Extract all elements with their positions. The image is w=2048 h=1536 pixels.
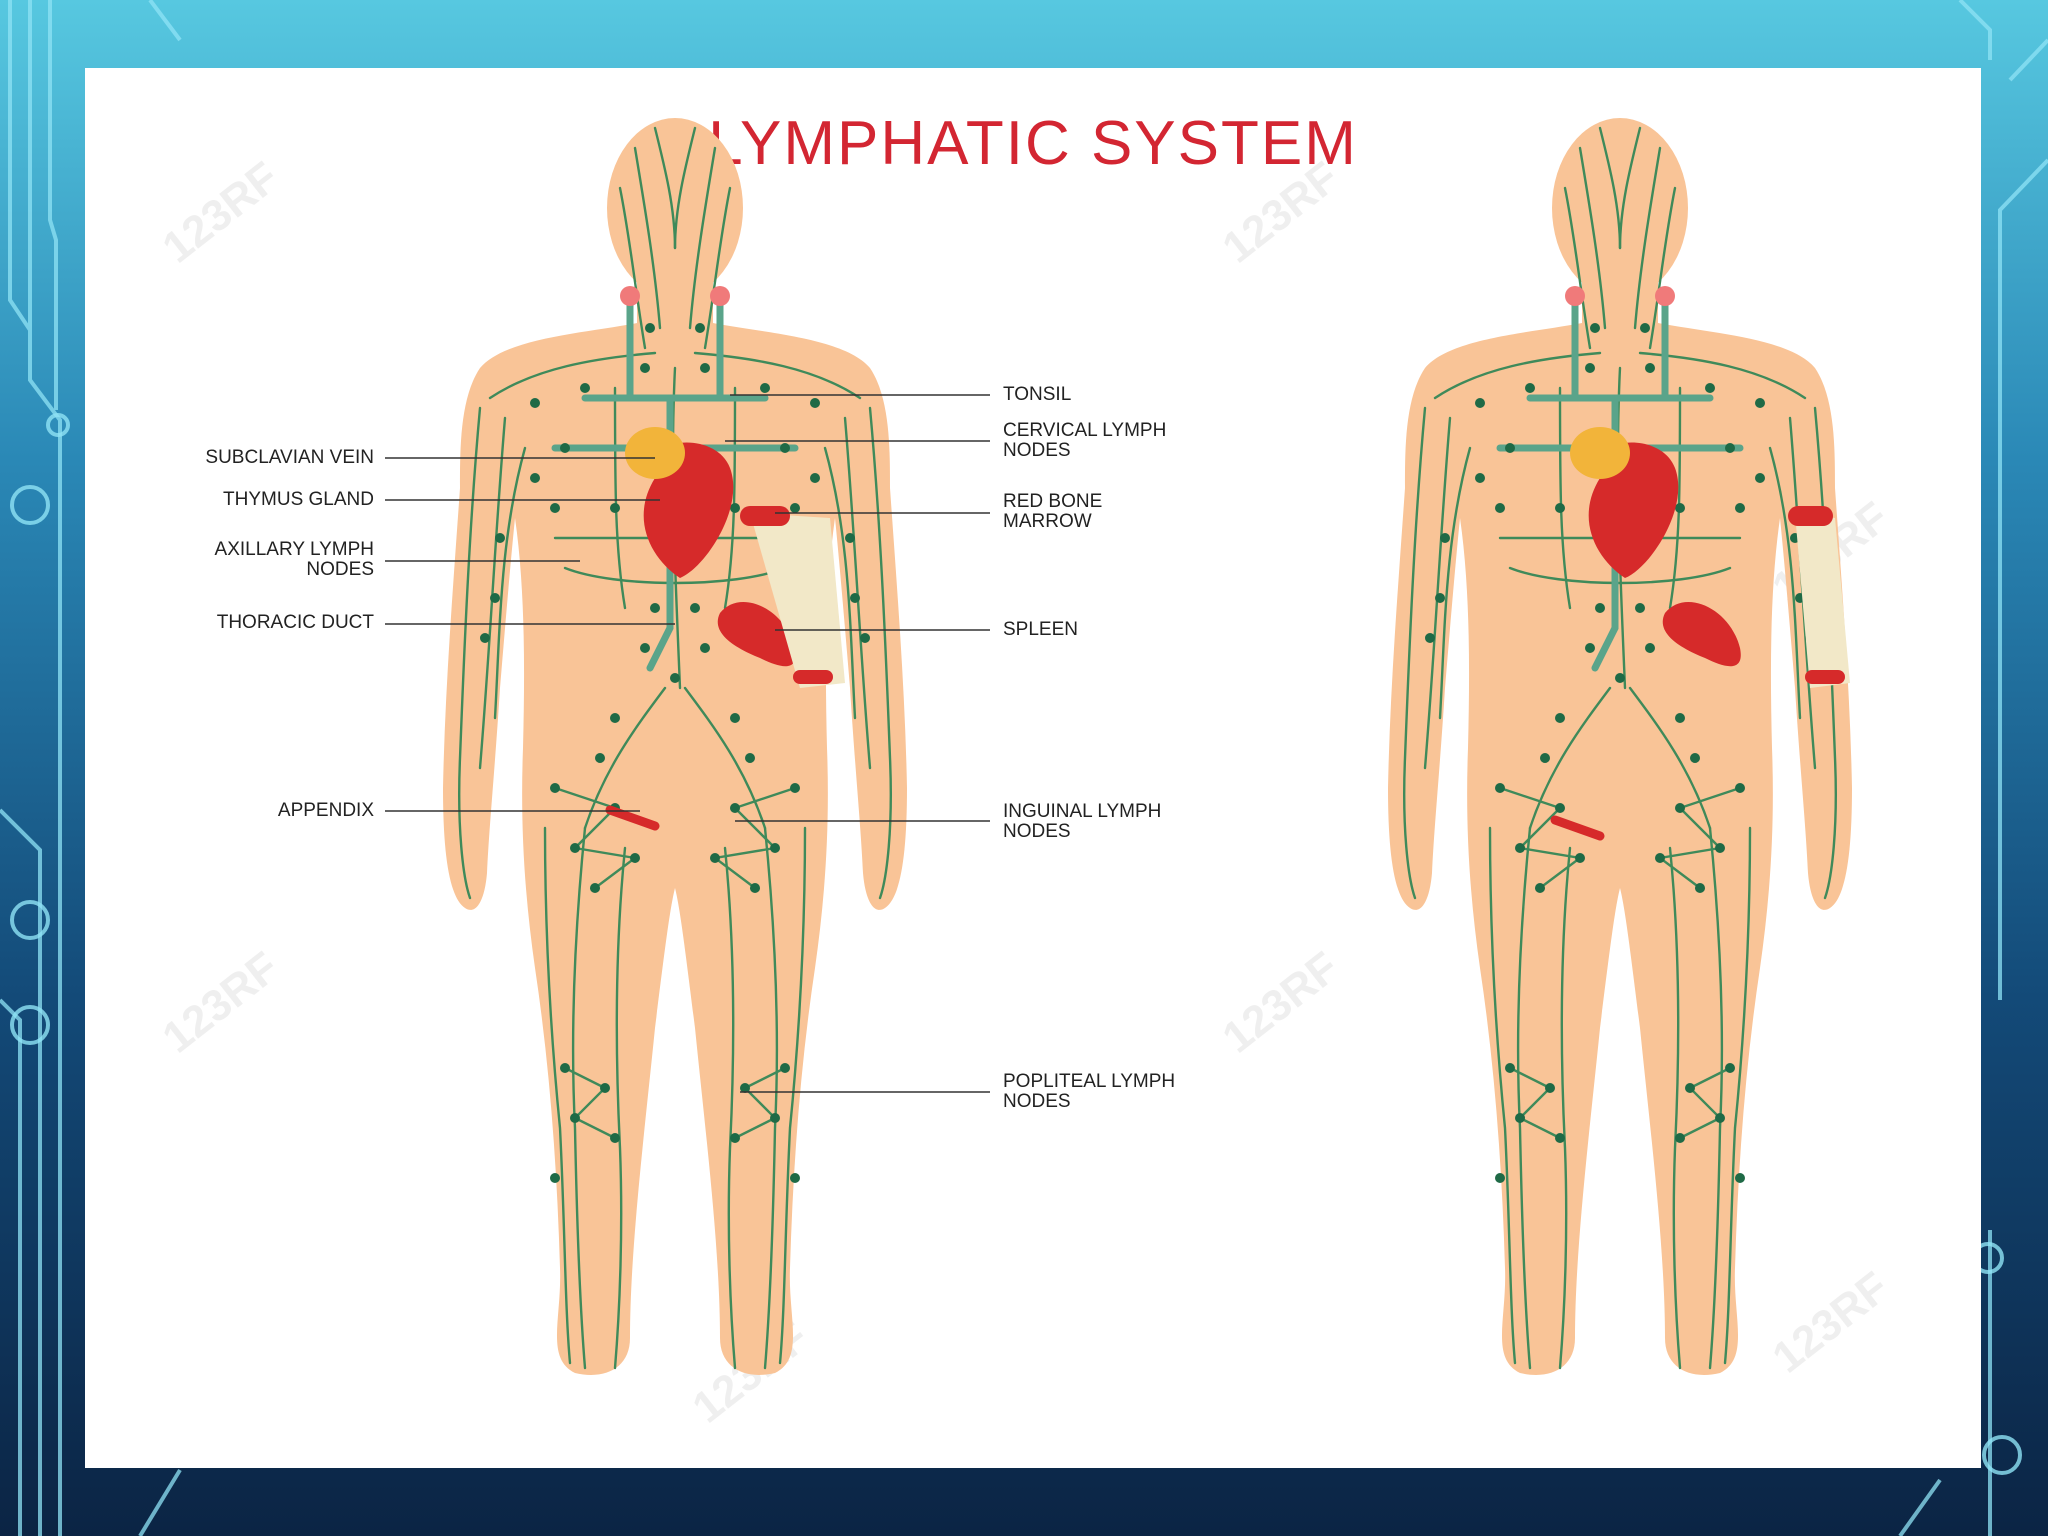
unlabelled-figure bbox=[1388, 118, 1852, 1375]
label-line: TONSIL bbox=[1003, 384, 1072, 405]
label-thymus-gland: THYMUS GLAND bbox=[223, 490, 374, 510]
spleen-shape bbox=[717, 601, 796, 667]
thymus-shape bbox=[1570, 427, 1630, 479]
label-popliteal-lymph-nodes: POPLITEAL LYMPH NODES bbox=[1003, 1072, 1175, 1112]
tonsil-shape bbox=[710, 286, 730, 306]
label-line: INGUINAL LYMPH bbox=[1003, 801, 1162, 822]
body-silhouette bbox=[1388, 118, 1852, 1375]
diagram-title: LYMPHATIC SYSTEM bbox=[708, 109, 1358, 178]
diagram-panel: LYMPHATIC SYSTEM 123RF 123RF 123RF 123RF… bbox=[85, 68, 1981, 1468]
label-line: THYMUS GLAND bbox=[223, 489, 374, 510]
label-line: AXILLARY LYMPH bbox=[214, 539, 374, 560]
label-inguinal-lymph-nodes: INGUINAL LYMPH NODES bbox=[1003, 802, 1161, 842]
tonsil-shape bbox=[620, 286, 640, 306]
tonsil-shape bbox=[1655, 286, 1675, 306]
bone-marrow-shape bbox=[1788, 506, 1850, 688]
label-line: CERVICAL LYMPH bbox=[1003, 420, 1167, 441]
label-line: NODES bbox=[306, 559, 374, 580]
label-red-bone-marrow: RED BONE MARROW bbox=[1003, 492, 1102, 532]
label-line: SPLEEN bbox=[1003, 619, 1078, 640]
bone-marrow-shape bbox=[740, 506, 845, 688]
label-subclavian-vein: SUBCLAVIAN VEIN bbox=[205, 448, 374, 468]
leader-lines bbox=[385, 394, 990, 1093]
label-line: NODES bbox=[1003, 1091, 1071, 1112]
label-spleen: SPLEEN bbox=[1003, 620, 1078, 640]
label-cervical-lymph-nodes: CERVICAL LYMPH NODES bbox=[1003, 421, 1166, 461]
label-line: APPENDIX bbox=[277, 800, 374, 821]
thymus-shape bbox=[625, 427, 685, 479]
label-axillary-lymph-nodes: AXILLARY LYMPH NODES bbox=[215, 540, 374, 580]
label-line: NODES bbox=[1003, 440, 1071, 461]
label-line: RED BONE bbox=[1003, 491, 1103, 512]
label-line: POPLITEAL LYMPH bbox=[1003, 1071, 1176, 1092]
label-line: SUBCLAVIAN VEIN bbox=[205, 447, 374, 468]
label-line: THORACIC DUCT bbox=[216, 612, 374, 633]
spleen-shape bbox=[1662, 601, 1741, 667]
lymphatic-diagram bbox=[385, 118, 1852, 1375]
labelled-figure bbox=[443, 118, 907, 1375]
label-line: MARROW bbox=[1003, 511, 1092, 532]
tonsil-shape bbox=[1565, 286, 1585, 306]
appendix-shape bbox=[1550, 815, 1605, 841]
label-thoracic-duct: THORACIC DUCT bbox=[217, 613, 374, 633]
body-silhouette bbox=[443, 118, 907, 1375]
label-tonsil: TONSIL bbox=[1003, 385, 1071, 405]
label-line: NODES bbox=[1003, 821, 1071, 842]
appendix-shape bbox=[605, 805, 660, 831]
label-appendix: APPENDIX bbox=[278, 801, 374, 821]
